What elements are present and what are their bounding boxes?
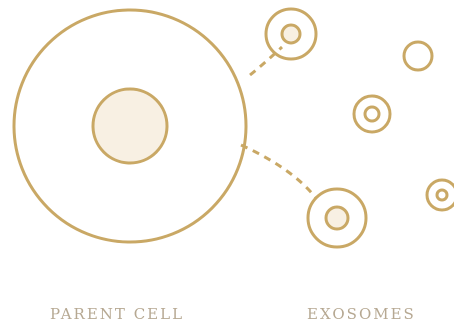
exosome-bottom (308, 189, 366, 247)
exosome-middle (354, 96, 390, 132)
release-path-lower (241, 145, 316, 198)
exosome-top (266, 9, 316, 59)
exosomes-label: EXOSOMES (307, 305, 416, 323)
exosome-empty (404, 42, 432, 70)
exosome-edge (427, 180, 454, 210)
release-path-upper (250, 47, 282, 75)
parent-cell-nucleus (93, 89, 167, 163)
parent-cell-label: PARENT CELL (50, 305, 184, 323)
